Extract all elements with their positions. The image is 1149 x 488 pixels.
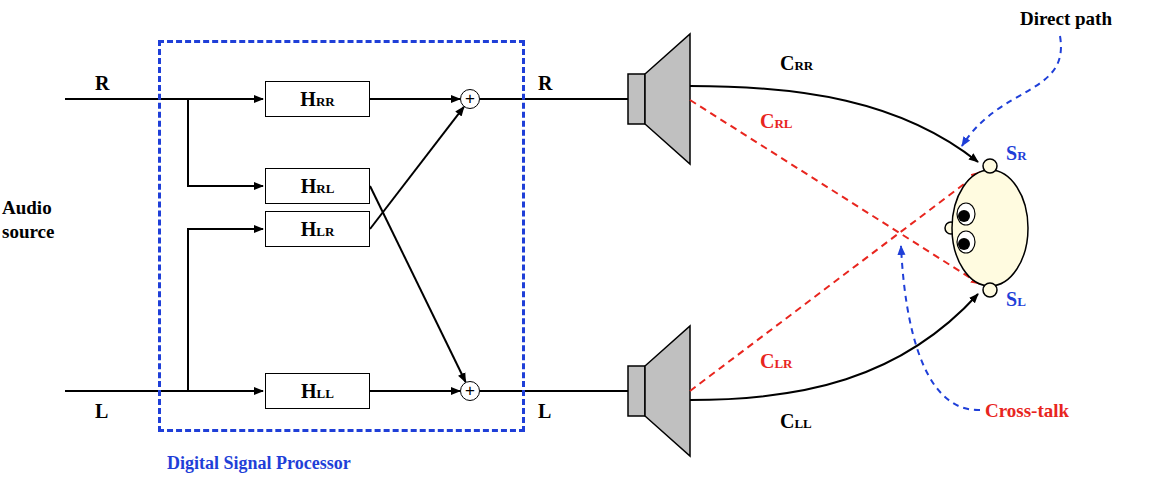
- path-label: CLR: [760, 350, 793, 373]
- sum-sign: +: [465, 90, 475, 107]
- pupil: [958, 210, 970, 222]
- ear-label: SR: [1006, 142, 1027, 165]
- signal-connector: [370, 107, 464, 229]
- speaker-magnet: [628, 366, 645, 416]
- channel-label: L: [538, 400, 551, 423]
- path-label: CLL: [780, 410, 812, 433]
- signal-connector: [370, 390, 460, 392]
- ear-label: SL: [1006, 288, 1026, 311]
- filter-name: HLL: [301, 380, 334, 403]
- branch-wire: [188, 229, 263, 391]
- channel-label: L: [95, 400, 108, 423]
- crosstalk-path: [690, 172, 980, 391]
- crosstalk-path: [690, 100, 980, 284]
- block-title: Digital Signal Processor: [167, 453, 351, 474]
- path-label: CRR: [780, 52, 813, 75]
- eye: [957, 203, 975, 225]
- input-wire: [65, 98, 263, 100]
- source-label: Audio source: [2, 196, 82, 244]
- output-wire: [480, 98, 628, 100]
- output-wire: [480, 390, 628, 392]
- processor-block: Digital Signal ProcessorHRRHRLHLRHLL++: [158, 40, 525, 432]
- right-ear: [983, 159, 997, 173]
- branch-wire: [188, 99, 263, 186]
- signal-connector: [370, 186, 466, 382]
- summing-junction: +: [460, 89, 480, 109]
- signal-connector: [370, 98, 460, 100]
- eye: [957, 231, 975, 253]
- left-ear: [983, 283, 997, 297]
- filter-box: HRR: [265, 81, 370, 117]
- callout-arrow: [901, 246, 980, 410]
- sum-sign: +: [465, 382, 475, 399]
- speaker-cone: [645, 34, 690, 164]
- filter-box: HLR: [265, 211, 370, 247]
- direct-path: [690, 86, 978, 162]
- path-label: CRL: [760, 110, 793, 133]
- callout-arrow: [962, 36, 1061, 146]
- channel-label: R: [538, 72, 552, 95]
- direct-path: [690, 294, 978, 400]
- callout-label: Cross-talk: [985, 400, 1069, 422]
- channel-label: R: [95, 72, 109, 95]
- filter-name: HRR: [300, 88, 334, 111]
- head: [952, 170, 1028, 286]
- filter-box: HLL: [265, 373, 370, 409]
- filter-box: HRL: [265, 168, 370, 204]
- input-wire: [65, 390, 263, 392]
- summing-junction: +: [460, 381, 480, 401]
- callout-label: Direct path: [1020, 8, 1112, 30]
- pupil: [958, 238, 970, 250]
- speaker-magnet: [628, 74, 645, 124]
- filter-name: HRL: [301, 175, 335, 198]
- filter-name: HLR: [301, 218, 335, 241]
- speaker-cone: [645, 326, 690, 456]
